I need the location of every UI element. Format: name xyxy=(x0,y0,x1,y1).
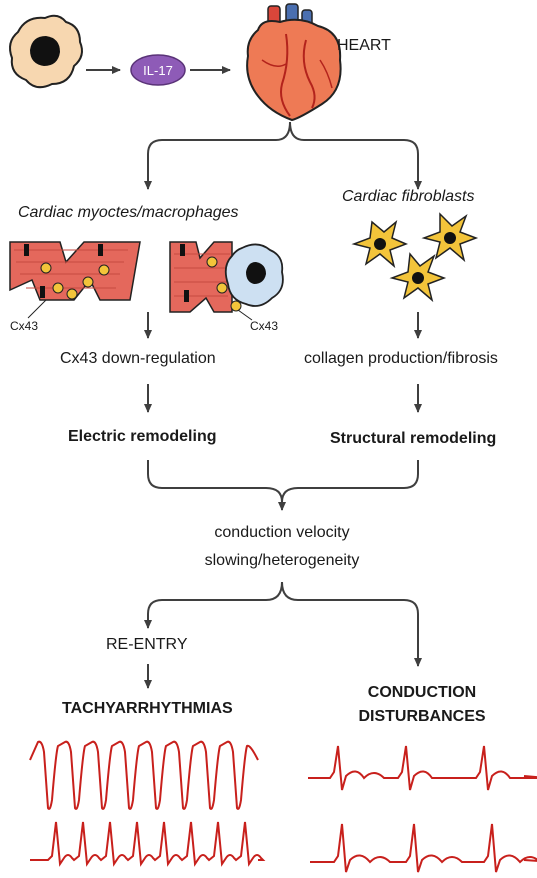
convergence-line2: slowing/heterogeneity xyxy=(204,552,360,569)
il17-badge: IL-17 xyxy=(130,54,186,86)
right-cell-type-label: Cardiac fibroblasts xyxy=(342,188,475,205)
conduction-label-line1: CONDUCTION xyxy=(367,684,477,701)
ecg-tachy-bottom xyxy=(30,821,266,867)
heart-label: HEART xyxy=(337,37,391,54)
il17-label: IL-17 xyxy=(143,63,173,78)
merge-brace xyxy=(147,460,419,508)
left-effect-label: Cx43 down-regulation xyxy=(60,350,216,367)
tachyarrhythmias-label: TACHYARRHYTHMIAS xyxy=(62,700,233,717)
myocyte-macrophage-icon xyxy=(169,241,284,321)
heart-icon xyxy=(246,3,342,122)
ecg-conduction-top xyxy=(308,745,537,791)
myocyte-left-icon xyxy=(9,241,141,319)
split-brace xyxy=(147,121,419,188)
cx43-left-label: Cx43 xyxy=(10,319,38,333)
left-cell-type-label: Cardiac myoctes/macrophages xyxy=(18,204,239,221)
left-remodeling-label: Electric remodeling xyxy=(68,428,217,445)
immune-cell-icon xyxy=(9,14,83,89)
right-remodeling-label: Structural remodeling xyxy=(330,430,497,447)
conduction-label-line2: DISTURBANCES xyxy=(358,708,486,725)
cx43-right-label: Cx43 xyxy=(250,319,278,333)
outcome-split-brace xyxy=(147,581,419,664)
ecg-conduction-bottom xyxy=(310,823,537,873)
ecg-tachy-top xyxy=(29,740,259,810)
fibroblasts-icon xyxy=(351,212,479,303)
convergence-line1: conduction velocity xyxy=(214,524,350,541)
right-effect-label: collagen production/fibrosis xyxy=(304,350,498,367)
reentry-label: RE-ENTRY xyxy=(106,636,188,653)
